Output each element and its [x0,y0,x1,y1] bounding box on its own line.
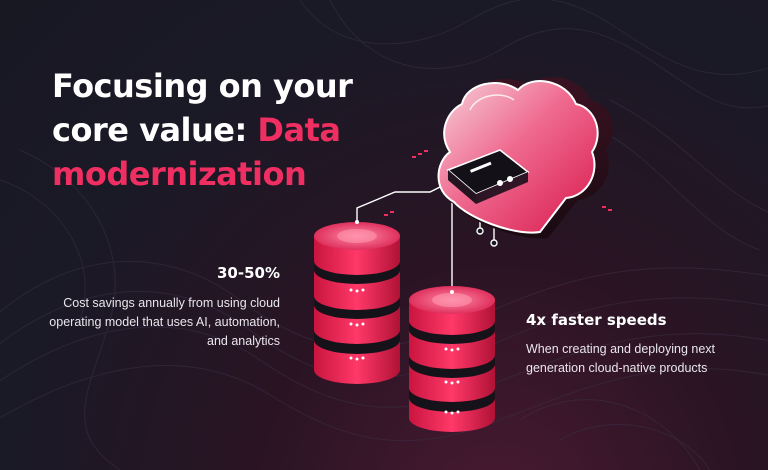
stat-faster-speeds: 4x faster speeds When creating and deplo… [526,311,756,378]
stat-value: 4x faster speeds [526,311,667,329]
stat-description: When creating and deploying next generat… [526,342,716,375]
headline-accent-text: Data modernization [52,111,341,193]
stat-description: Cost savings annually from using cloud o… [49,296,280,348]
stat-value: 30-50% [216,264,280,282]
stat-cost-savings: 30-50% Cost savings annually from using … [40,264,280,351]
headline-white-text: Focusing on your core value: [52,67,353,149]
page-headline: Focusing on your core value: Data modern… [52,64,392,196]
cloud-and-database-icon [314,77,613,432]
